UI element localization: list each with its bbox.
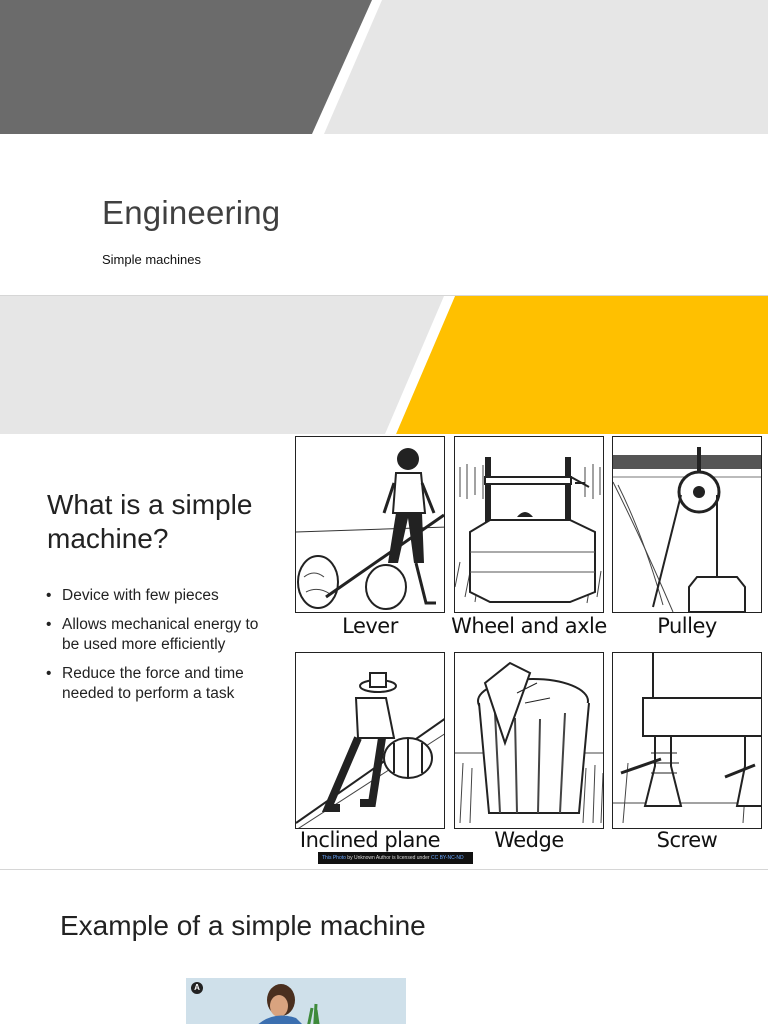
- machine-label-pulley: Pulley: [657, 614, 717, 638]
- machine-label-wedge: Wedge: [494, 828, 564, 852]
- example-slide[interactable]: Example of a simple machine A: [0, 870, 768, 1024]
- content-slide-banner: [0, 296, 768, 434]
- title-slide[interactable]: Engineering Simple machines: [0, 0, 768, 296]
- bullet-item: • Device with few pieces: [46, 586, 278, 606]
- credit-text: by Unknown Author is licensed under: [345, 855, 431, 861]
- bullet-icon: •: [46, 616, 52, 633]
- bullet-text: Allows mechanical energy to be used more…: [62, 616, 259, 653]
- title-slide-banner: [0, 0, 768, 134]
- bullet-item: • Allows mechanical energy to be used mor…: [46, 615, 278, 655]
- credit-license-link[interactable]: CC BY-NC-ND: [430, 855, 464, 861]
- lever-illustration: [295, 436, 445, 613]
- wheel-and-axle-illustration: [454, 436, 604, 613]
- bullet-text: Device with few pieces: [62, 587, 219, 604]
- slide-title: Engineering: [102, 194, 281, 231]
- pulley-illustration: [612, 436, 762, 613]
- slide-divider: [0, 869, 768, 870]
- screw-illustration: [612, 652, 762, 829]
- bullet-icon: •: [46, 587, 52, 604]
- bullet-icon: •: [46, 665, 52, 682]
- slide-divider: [0, 295, 768, 296]
- wedge-illustration: [454, 652, 604, 829]
- banner-dark-band: [0, 0, 372, 134]
- slide-title: Example of a simple machine: [60, 910, 426, 941]
- photo-badge: A: [191, 982, 203, 994]
- machine-label-lever: Lever: [342, 614, 398, 638]
- bullet-item: • Reduce the force and time needed to per…: [46, 664, 278, 704]
- credit-photo-link[interactable]: This Photo: [322, 855, 346, 861]
- example-photo: A: [186, 978, 406, 1024]
- bullet-text: Reduce the force and time needed to perf…: [62, 665, 244, 702]
- banner-light-band: [324, 0, 768, 134]
- image-credit: This Photo by Unknown Author is licensed…: [318, 852, 473, 864]
- inclined-plane-illustration: [295, 652, 445, 829]
- machine-label-screw: Screw: [656, 828, 718, 852]
- machine-label-wheel-and-axle: Wheel and axle: [451, 614, 607, 638]
- simple-machines-illustration[interactable]: Lever Wheel and axle: [293, 434, 768, 866]
- slide-title: What is a simple machine?: [47, 489, 253, 554]
- banner-accent-band: [396, 296, 768, 434]
- banner-separator: [385, 296, 455, 434]
- machine-label-inclined-plane: Inclined plane: [299, 828, 441, 852]
- bullet-list: • Device with few pieces • Allows mechanic…: [46, 586, 278, 713]
- slide-subtitle: Simple machines: [102, 252, 201, 267]
- content-slide-simple-machines[interactable]: What is a simple machine? • Device with f…: [0, 296, 768, 870]
